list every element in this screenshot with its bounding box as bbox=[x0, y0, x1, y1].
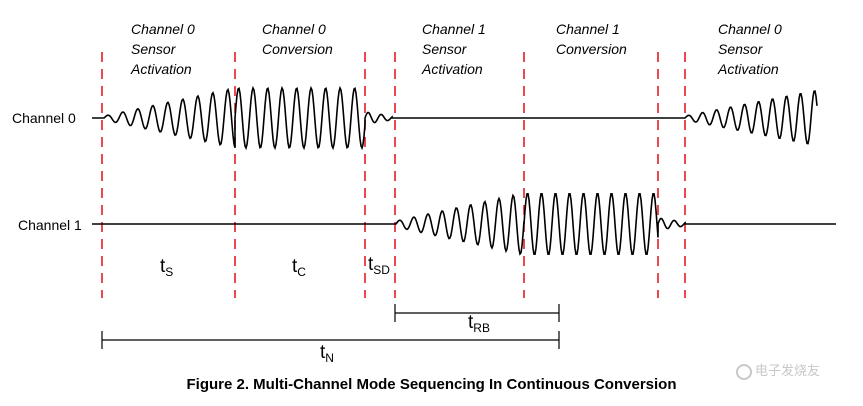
phase-label-ch1-conversion-l2: Conversion bbox=[556, 41, 627, 57]
watermark-text: 电子发烧友 bbox=[755, 364, 821, 379]
phase-label-ch0-conversion-l1: Channel 0 bbox=[262, 21, 326, 37]
phase-label-ch0-activation-l3: Activation bbox=[130, 61, 192, 77]
tn-bracket bbox=[101, 331, 560, 349]
tsd-label: tSD bbox=[368, 254, 390, 277]
phase-label-ch0-activation2-l1: Channel 0 bbox=[718, 21, 782, 37]
channel-1-waveform bbox=[92, 192, 836, 256]
watermark-logo-icon bbox=[736, 363, 752, 380]
phase-label-ch1-activation-l1: Channel 1 bbox=[422, 21, 486, 37]
phase-label-ch0-activation2-l2: Sensor bbox=[718, 41, 764, 57]
phase-labels: Channel 0 Sensor Activation Channel 0 Co… bbox=[130, 21, 782, 77]
trb-bracket bbox=[394, 304, 560, 322]
phase-label-ch0-activation2-l3: Activation bbox=[717, 61, 779, 77]
phase-label-ch1-conversion-l1: Channel 1 bbox=[556, 21, 620, 37]
phase-label-ch0-conversion-l2: Conversion bbox=[262, 41, 333, 57]
channel-1-label: Channel 1 bbox=[18, 217, 82, 233]
ts-label: tS bbox=[160, 256, 173, 279]
channel-0-waveform bbox=[92, 85, 818, 151]
channel-0-label: Channel 0 bbox=[12, 110, 76, 126]
tn-label: tN bbox=[320, 342, 334, 365]
phase-dividers bbox=[101, 52, 686, 298]
tc-label: tC bbox=[292, 256, 306, 279]
watermark: 电子发烧友 bbox=[736, 360, 820, 380]
figure-caption: Figure 2. Multi-Channel Mode Sequencing … bbox=[186, 376, 677, 393]
trb-label: tRB bbox=[468, 312, 490, 335]
phase-label-ch1-activation-l3: Activation bbox=[421, 61, 483, 77]
phase-label-ch0-activation-l1: Channel 0 bbox=[131, 21, 195, 37]
phase-label-ch0-activation-l2: Sensor bbox=[131, 41, 177, 57]
phase-label-ch1-activation-l2: Sensor bbox=[422, 41, 468, 57]
